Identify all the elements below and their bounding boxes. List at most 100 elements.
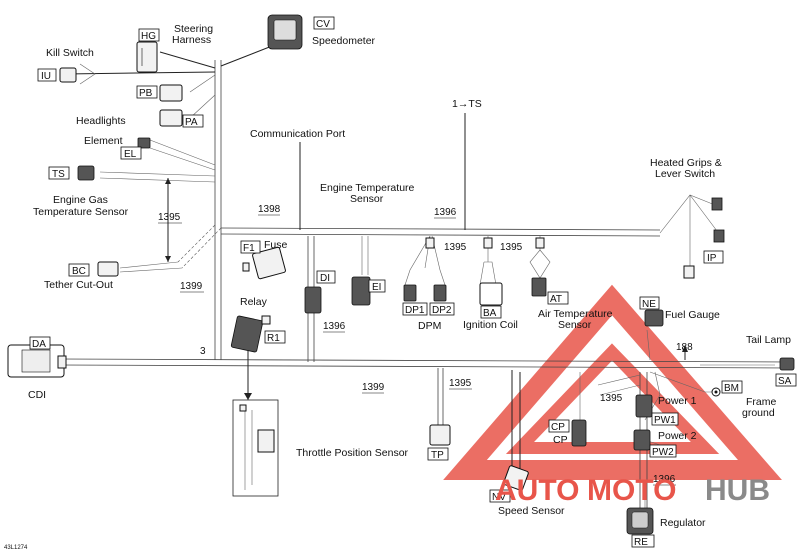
label-kill-switch: Kill Switch <box>46 47 94 59</box>
label-speed-sensor: Speed Sensor <box>498 505 565 517</box>
label-air-temp: Air Temperature <box>538 308 613 320</box>
wire-1398: 1398 <box>258 204 281 215</box>
label-ts-ref: 1→TS <box>452 98 482 110</box>
watermark-hub: HUB <box>705 474 770 507</box>
watermark-moto: MOTO <box>587 474 676 507</box>
label-regulator: Regulator <box>660 517 706 529</box>
code-bc: BC <box>72 266 86 277</box>
code-pa: PA <box>185 117 198 128</box>
label-ground: ground <box>742 407 775 419</box>
wire-3: 3 <box>200 346 206 357</box>
label-harness: Harness <box>172 34 211 46</box>
watermark-auto: AUTO <box>495 474 579 507</box>
top-harness-branches <box>361 194 721 286</box>
headlight-connectors <box>159 84 183 127</box>
top-feeds <box>64 34 301 273</box>
footer-code: 43L1274 <box>4 545 28 551</box>
speed-sensor-connector <box>503 465 529 491</box>
label-headlights: Headlights <box>76 115 126 127</box>
tail-lamp-connector <box>779 357 795 371</box>
connector-codes: HG CV IU PB PA EL TS BC F1 DI R1 EI DP1 … <box>29 16 797 548</box>
label-heated-grips: Heated Grips & <box>650 157 722 169</box>
code-ei: EI <box>372 282 381 293</box>
code-dp1: DP1 <box>405 305 425 316</box>
code-iu: IU <box>41 71 51 82</box>
code-re: RE <box>634 537 648 548</box>
label-engine-temp-sensor: Sensor <box>350 193 384 205</box>
code-el: EL <box>124 149 137 160</box>
power-connectors <box>633 394 653 451</box>
label-power1: Power 1 <box>658 395 697 407</box>
label-steering: Steering <box>174 23 213 35</box>
label-ignition-coil: Ignition Coil <box>463 319 518 331</box>
ei-connector <box>351 276 371 306</box>
label-speedometer: Speedometer <box>312 35 376 47</box>
wire-1395-right: 1395 <box>600 393 623 404</box>
steering-harness-connector <box>136 41 158 73</box>
wire-1395-throttle: 1395 <box>449 378 472 389</box>
label-comm-port: Communication Port <box>250 128 345 140</box>
label-tail-lamp: Tail Lamp <box>746 334 791 346</box>
label-fuel-gauge: Fuel Gauge <box>665 309 720 321</box>
code-dp2: DP2 <box>432 305 452 316</box>
code-ne: NE <box>642 299 656 310</box>
code-pw1: PW1 <box>654 415 676 426</box>
di-connector <box>304 286 322 314</box>
labels: Steering Harness Speedometer Kill Switch… <box>28 23 791 529</box>
code-cp: CP <box>551 422 565 433</box>
element-connector <box>137 137 151 149</box>
kill-switch-connector <box>59 67 77 83</box>
label-dpm: DPM <box>418 320 441 332</box>
code-f1: F1 <box>243 243 255 254</box>
wire-1396-top: 1396 <box>434 207 457 218</box>
relay-component <box>230 315 271 353</box>
watermark-text: AUTO MOTO HUB <box>495 474 770 507</box>
label-temp-sensor: Temperature Sensor <box>33 206 129 218</box>
label-cdi: CDI <box>28 389 46 401</box>
tether-connector <box>97 261 119 277</box>
regulator-component <box>626 507 654 535</box>
label-frame: Frame <box>746 396 776 408</box>
code-hg: HG <box>141 31 156 42</box>
code-sa: SA <box>778 376 792 387</box>
label-element: Element <box>84 135 123 147</box>
throttle-sensor-connector <box>429 424 451 446</box>
ignition-coil-connector <box>479 282 503 306</box>
wire-1395-coil: 1395 <box>500 242 523 253</box>
wire-1399-bottom: 1399 <box>362 382 385 393</box>
code-r1: R1 <box>267 333 280 344</box>
fuse-component <box>242 246 286 280</box>
code-bm: BM <box>724 383 739 394</box>
code-pb: PB <box>139 88 153 99</box>
cdi-module <box>7 344 67 378</box>
code-nv: NV <box>492 492 506 503</box>
air-temp-connector <box>531 277 547 297</box>
label-throttle: Throttle Position Sensor <box>296 447 409 459</box>
wire-1396-mid: 1396 <box>323 321 346 332</box>
cp-connector <box>571 419 587 447</box>
code-ip: IP <box>707 253 717 264</box>
label-cp: CP <box>553 434 568 446</box>
wire-1399-top: 1399 <box>180 281 203 292</box>
wire-188: 188 <box>676 342 693 353</box>
code-cv: CV <box>316 19 330 30</box>
wire-1395-dpm: 1395 <box>444 242 467 253</box>
dpm-connectors <box>403 284 447 302</box>
ts-connector <box>77 165 95 181</box>
label-lever-switch: Lever Switch <box>655 168 715 180</box>
code-da: DA <box>32 339 46 350</box>
wire-1395-left: 1395 <box>158 212 181 223</box>
label-engine-gas: Engine Gas <box>53 194 108 206</box>
wire-1396-bottom: 1396 <box>653 474 676 485</box>
heated-grip-connectors <box>683 197 725 279</box>
speedometer-connector <box>267 14 303 50</box>
code-tp: TP <box>431 450 444 461</box>
frame-ground-symbol <box>711 387 721 397</box>
code-pw2: PW2 <box>652 447 674 458</box>
code-at: AT <box>550 294 562 305</box>
wire-numbers: 1395 1398 1396 1395 1395 1399 1396 3 139… <box>158 204 693 486</box>
fuel-gauge-connector <box>644 309 664 327</box>
fuse-relay-lines <box>232 350 279 497</box>
label-fuse: Fuse <box>264 239 288 251</box>
